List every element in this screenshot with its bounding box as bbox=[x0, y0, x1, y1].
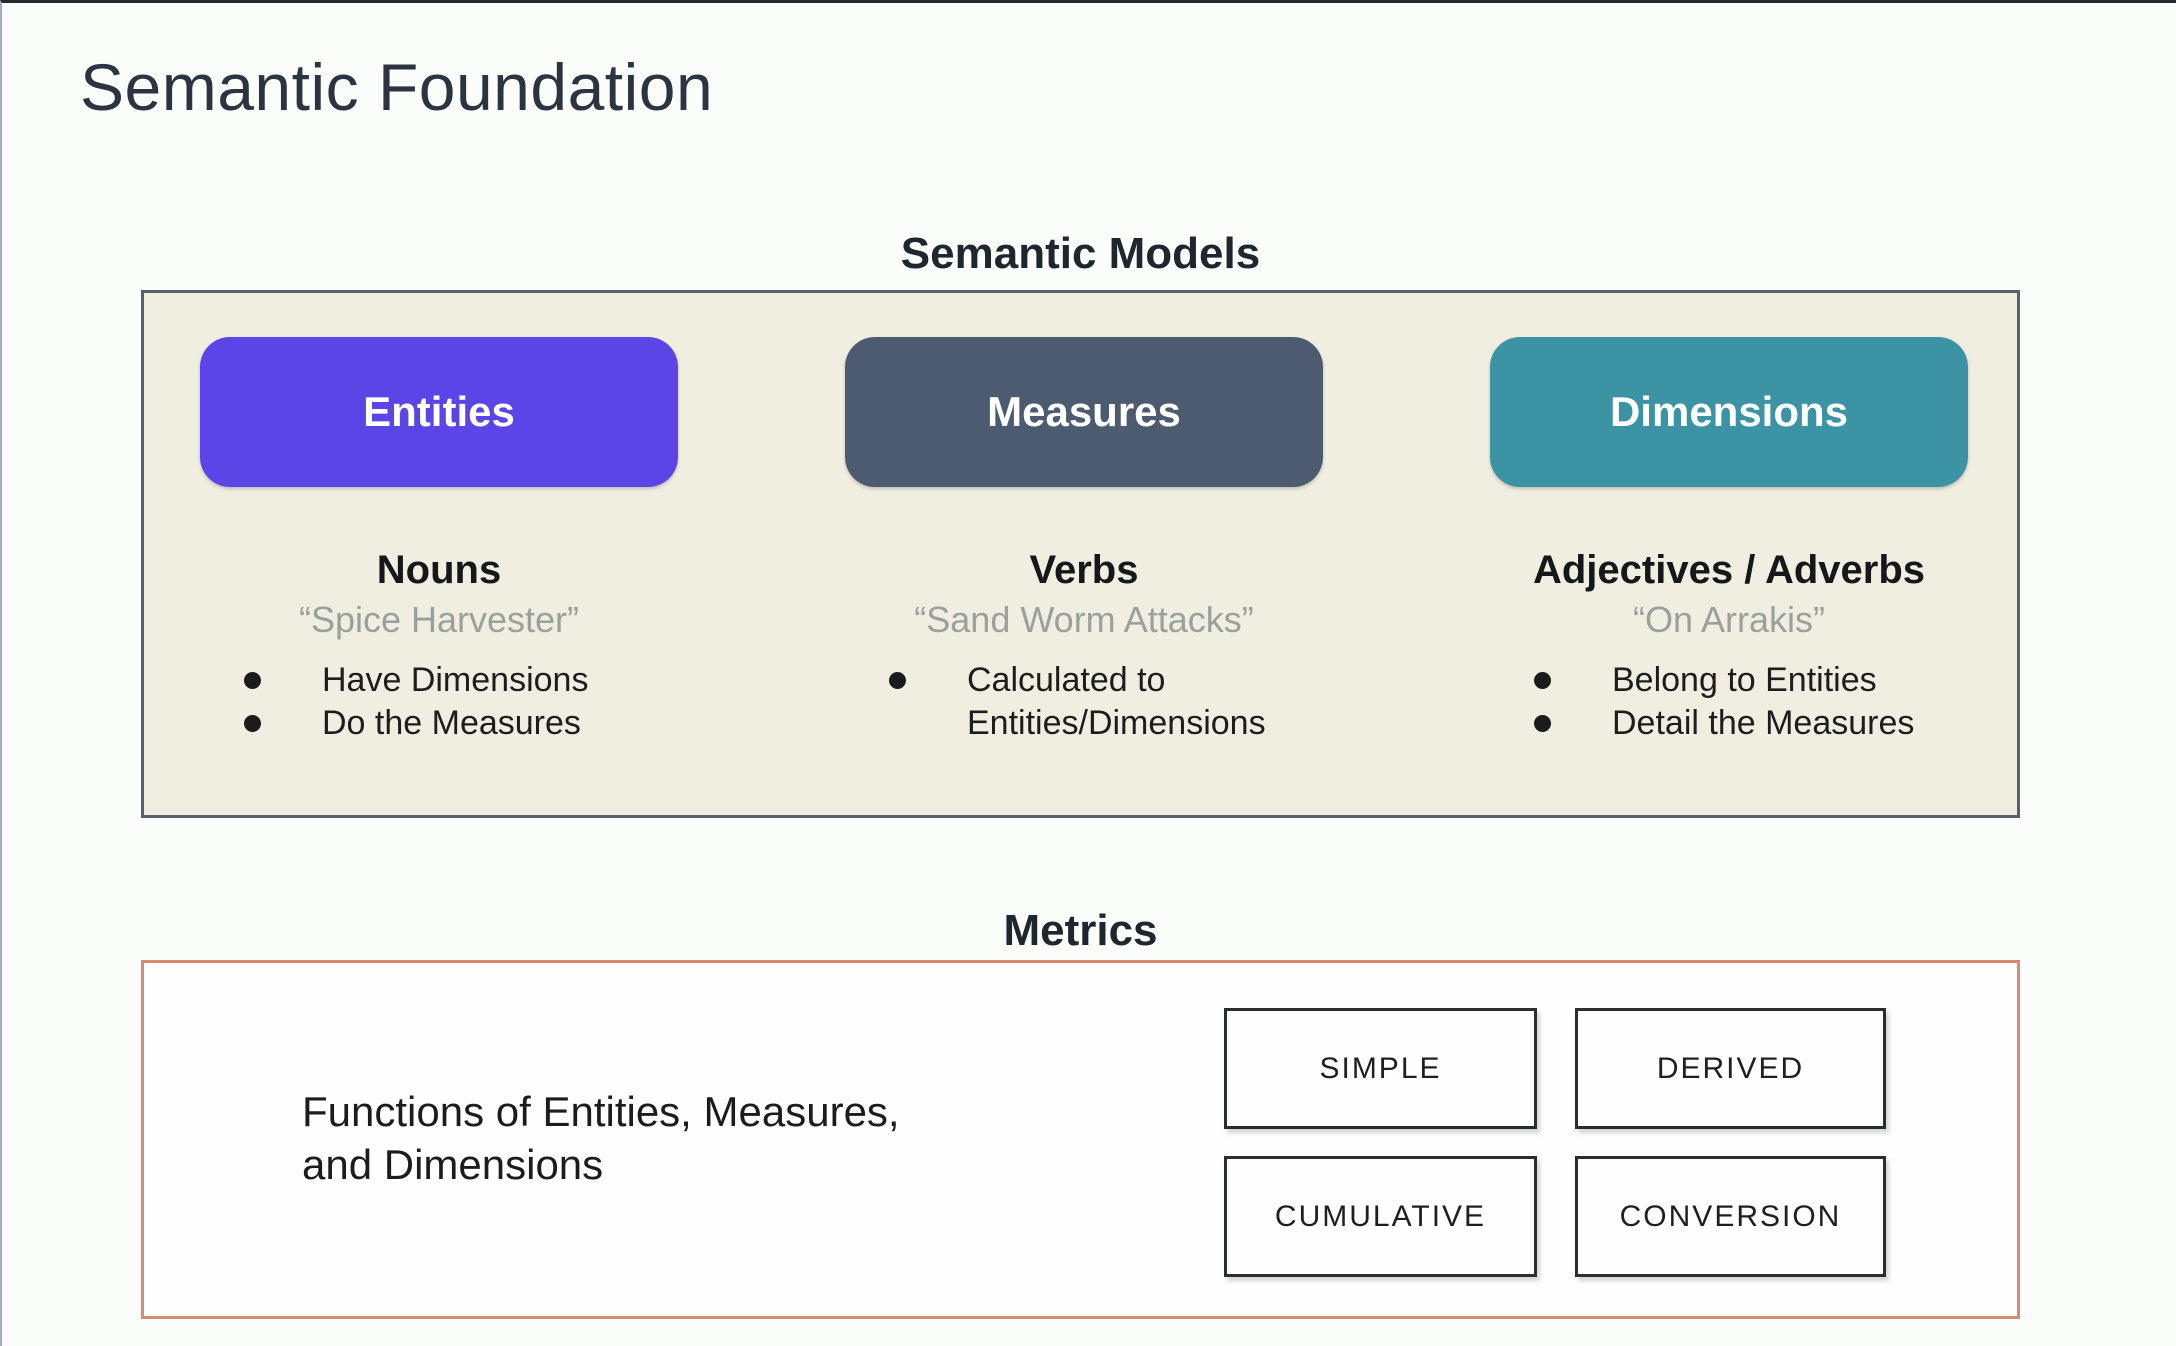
page-title: Semantic Foundation bbox=[80, 50, 714, 124]
measures-example: “Sand Worm Attacks” bbox=[914, 599, 1254, 640]
bullet-item: Belong to Entities bbox=[1490, 659, 1968, 702]
bullet-item: Detail the Measures bbox=[1490, 702, 1968, 745]
metric-type-conversion: CONVERSION bbox=[1575, 1156, 1886, 1277]
dimensions-part-of-speech: Adjectives / Adverbs bbox=[1532, 548, 1925, 592]
dimensions-pill: Dimensions bbox=[1490, 337, 1968, 487]
entities-column: Entities Nouns “Spice Harvester” Have Di… bbox=[200, 293, 678, 815]
dimensions-bullet-list: Belong to Entities Detail the Measures bbox=[1490, 659, 1968, 745]
bullet-item: Have Dimensions bbox=[200, 659, 678, 702]
metric-type-derived: DERIVED bbox=[1575, 1008, 1886, 1129]
bullet-item: Do the Measures bbox=[200, 702, 678, 745]
entities-part-of-speech: Nouns bbox=[376, 548, 502, 592]
metric-type-simple: SIMPLE bbox=[1224, 1008, 1537, 1129]
metrics-description-line: and Dimensions bbox=[302, 1141, 604, 1188]
dimensions-column: Dimensions Adjectives / Adverbs “On Arra… bbox=[1490, 293, 1968, 815]
entities-bullet-list: Have Dimensions Do the Measures bbox=[200, 659, 678, 745]
metric-type-cumulative: CUMULATIVE bbox=[1224, 1156, 1537, 1277]
measures-pill: Measures bbox=[845, 337, 1323, 487]
metrics-panel: Functions of Entities, Measures, and Dim… bbox=[141, 960, 2020, 1319]
bullet-item: Calculated to Entities/Dimensions bbox=[845, 659, 1323, 745]
metric-type-grid: SIMPLE DERIVED CUMULATIVE CONVERSION bbox=[1224, 1008, 1886, 1277]
metrics-heading: Metrics bbox=[1003, 906, 1158, 955]
dimensions-example: “On Arrakis” bbox=[1632, 599, 1826, 640]
measures-column: Measures Verbs “Sand Worm Attacks” Calcu… bbox=[845, 293, 1323, 815]
entities-pill: Entities bbox=[200, 337, 678, 487]
entities-example: “Spice Harvester” bbox=[298, 599, 580, 640]
measures-part-of-speech: Verbs bbox=[1029, 548, 1139, 592]
semantic-models-heading: Semantic Models bbox=[900, 229, 1261, 278]
semantic-models-panel: Entities Nouns “Spice Harvester” Have Di… bbox=[141, 290, 2020, 818]
measures-bullet-list: Calculated to Entities/Dimensions bbox=[845, 659, 1323, 745]
metrics-description-line: Functions of Entities, Measures, bbox=[302, 1088, 900, 1135]
metrics-description: Functions of Entities, Measures, and Dim… bbox=[302, 1085, 900, 1191]
